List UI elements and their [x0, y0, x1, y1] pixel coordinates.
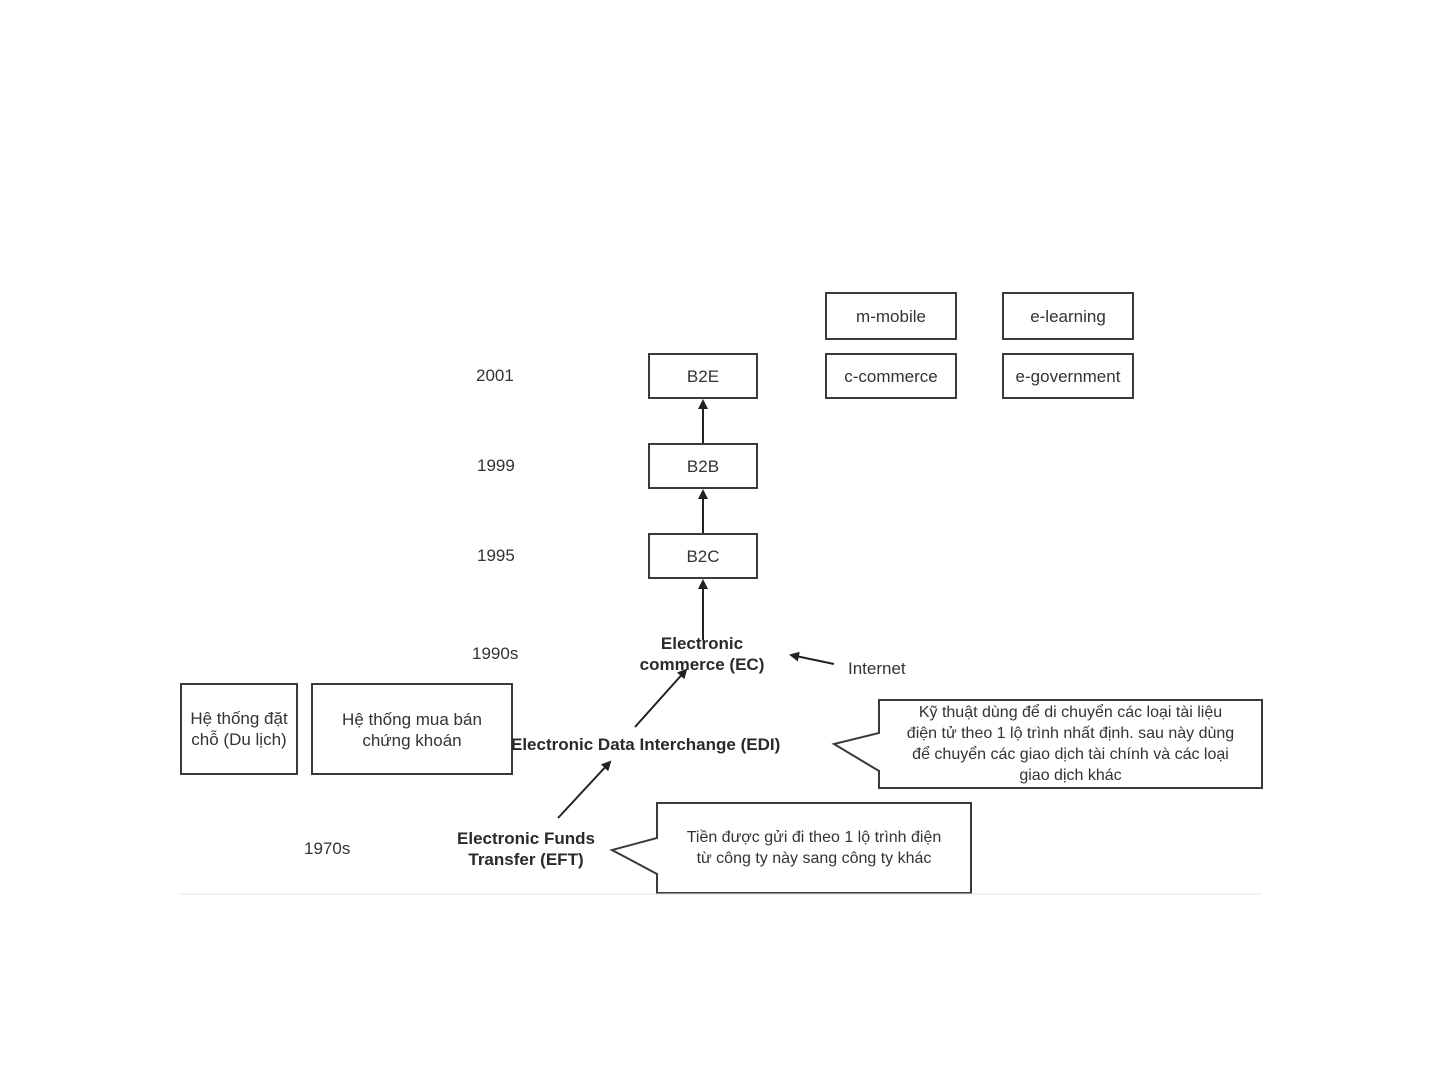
edi-callout-line-2: điện tử theo 1 lộ trình nhất định. sau n…: [906, 725, 1235, 742]
eft-line-1: Electronic Funds: [457, 829, 595, 848]
box-e-government: e-government: [1002, 353, 1134, 399]
box-m-mobile: m-mobile: [825, 292, 957, 340]
arrow-eft-to-edi: [557, 760, 612, 819]
eft-callout-text: Tiền được gửi đi theo 1 lộ trình điện từ…: [658, 827, 970, 869]
ec-line-2: commerce (EC): [639, 655, 765, 674]
securities-line-1: Hệ thống mua bán: [342, 710, 482, 729]
edi-callout-line-1: Kỹ thuật dùng để di chuyển các loại tài …: [918, 704, 1223, 721]
box-reservation-system: Hệ thống đặt chỗ (Du lịch): [180, 683, 298, 775]
year-2001: 2001: [476, 366, 514, 385]
label-internet: Internet: [848, 659, 906, 678]
arrow-internet-to-ec: [789, 651, 835, 665]
node-edi: Electronic Data Interchange (EDI): [511, 735, 781, 754]
reservation-line-2: chỗ (Du lịch): [191, 730, 287, 749]
box-c-commerce: c-commerce: [825, 353, 957, 399]
year-1995: 1995: [477, 546, 515, 565]
node-eft: Electronic Funds Transfer (EFT): [446, 828, 606, 870]
node-electronic-commerce: Electronic commerce (EC): [622, 633, 782, 675]
ec-line-1: Electronic: [660, 634, 744, 653]
edi-callout-text: Kỹ thuật dùng để di chuyển các loại tài …: [880, 702, 1261, 786]
year-1970s: 1970s: [304, 839, 351, 858]
node-b2e: B2E: [648, 353, 758, 399]
eft-callout-line-2: từ công ty này sang công ty khác: [696, 850, 932, 867]
year-1990s: 1990s: [472, 644, 519, 663]
box-securities-trading-system: Hệ thống mua bán chứng khoán: [311, 683, 513, 775]
box-e-learning: e-learning: [1002, 292, 1134, 340]
node-b2b: B2B: [648, 443, 758, 489]
edi-callout-line-3: để chuyển các giao dịch tài chính và các…: [912, 746, 1229, 763]
node-b2c: B2C: [648, 533, 758, 579]
eft-callout-shape: [609, 802, 972, 894]
edi-callout-line-4: giao dịch khác: [1019, 767, 1122, 784]
edi-callout-shape: [831, 699, 1263, 789]
reservation-line-1: Hệ thống đặt: [190, 709, 288, 728]
arrow-edi-to-ec: [634, 668, 688, 728]
eft-callout-line-1: Tiền được gửi đi theo 1 lộ trình điện: [686, 829, 942, 846]
year-1999: 1999: [477, 456, 515, 475]
securities-line-2: chứng khoán: [362, 731, 462, 750]
eft-line-2: Transfer (EFT): [468, 850, 584, 869]
